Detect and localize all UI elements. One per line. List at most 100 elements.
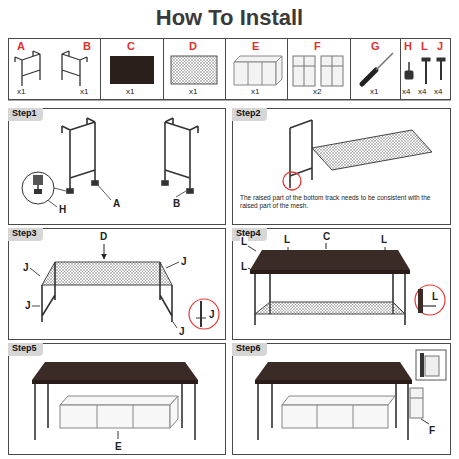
screw-arrow	[248, 268, 252, 270]
hardware-part	[408, 62, 410, 71]
step-panel: Step6F	[232, 343, 451, 455]
screw-mark	[32, 306, 40, 307]
part-letter: H	[404, 40, 412, 52]
desk-frame	[258, 384, 408, 440]
desk-top-part	[110, 56, 154, 84]
page-title: How To Install	[0, 5, 459, 31]
leg-frame-a-part	[15, 51, 40, 86]
leg-frame-b	[162, 181, 168, 185]
zoom-screw	[415, 285, 445, 315]
zoom-screw	[418, 289, 423, 313]
leg-frame-a	[62, 118, 95, 190]
desk-frame	[255, 274, 405, 325]
screw-mark	[173, 322, 177, 328]
frame-upside-down	[42, 262, 172, 322]
side-pocket-part	[293, 56, 343, 86]
hardware-part	[440, 61, 442, 80]
part-letter: E	[252, 40, 259, 52]
callout-letter: L	[240, 236, 248, 247]
part-cell: Gx1	[350, 38, 401, 100]
side-pocket	[410, 398, 423, 399]
step-heading: Step2	[232, 108, 267, 121]
hardware-part	[405, 58, 445, 84]
drawer	[317, 405, 353, 428]
arrow	[104, 244, 105, 259]
step-heading: Step3	[8, 228, 43, 241]
part-letter: G	[371, 40, 380, 52]
drawer-part	[276, 56, 282, 85]
drawer	[170, 396, 178, 428]
frame-upside-down	[42, 262, 172, 322]
leader-line	[326, 243, 327, 249]
part-letter: A	[17, 40, 25, 52]
zoom-foot	[22, 172, 54, 204]
quantity-label: x1	[370, 88, 378, 97]
desk-frame	[258, 384, 408, 440]
leg-frame-b	[165, 118, 198, 190]
mesh-shelf-part	[171, 56, 217, 84]
part-letter: D	[189, 40, 197, 52]
part-cell: ABx1x1	[8, 38, 101, 100]
part-letter: J	[437, 40, 443, 52]
part-cell: Ex1	[225, 38, 288, 100]
highlight-circle	[283, 172, 301, 190]
zoom-foot	[22, 172, 54, 204]
side-pocket-part	[293, 56, 343, 86]
zoom-foot	[34, 189, 42, 194]
step-heading: Step1	[8, 108, 43, 121]
zoom-foot	[33, 175, 43, 185]
drawer-part	[234, 62, 276, 85]
callout-letter: J	[178, 326, 186, 337]
quantity-label: x1	[126, 88, 134, 97]
callout-letter: E	[114, 441, 123, 452]
leg-frame-a-part	[15, 51, 40, 86]
zoom-foot	[37, 185, 39, 189]
callout-letter: B	[172, 198, 181, 209]
leader-line	[118, 431, 119, 439]
part-cell: Cx1	[100, 38, 164, 100]
quantity-label: x1	[17, 88, 25, 97]
desk-top	[32, 362, 198, 380]
zoom-clip	[189, 299, 219, 329]
desk-edge	[255, 380, 412, 384]
part-letter: L	[421, 40, 428, 52]
callout-letter: F	[428, 425, 436, 436]
desk-frame	[255, 274, 405, 325]
drawer-part	[248, 62, 262, 85]
quantity-label: x1	[251, 88, 259, 97]
drawer	[60, 405, 170, 428]
callout-letter: J	[180, 256, 188, 267]
callout-letter: C	[322, 231, 331, 242]
side-pocket	[410, 350, 446, 418]
leader-line	[54, 188, 66, 191]
step-panel: Step3DJJJJJ	[8, 228, 226, 340]
desk-edge	[250, 270, 410, 274]
callout-letter: L	[240, 261, 248, 272]
screw-mark	[30, 268, 40, 276]
zoom-clip	[189, 299, 219, 329]
leg-frame-a	[62, 118, 98, 193]
hardware-part	[425, 61, 427, 84]
side-pocket	[420, 353, 424, 377]
part-cell: Fx2	[287, 38, 351, 100]
mesh-shelf	[42, 262, 172, 285]
step-panel: Step4CLLLLL	[232, 228, 451, 340]
mesh-shelf	[255, 302, 405, 314]
screwdriver-part	[376, 53, 393, 70]
leader-line	[97, 184, 111, 200]
side-pocket	[416, 350, 446, 380]
zoom-clip	[196, 318, 206, 319]
screw-mark	[30, 262, 179, 328]
screw-arrow	[248, 246, 385, 270]
leg-frame-a	[67, 189, 73, 193]
hardware-part	[437, 58, 445, 61]
quantity-label: x4	[418, 88, 426, 97]
part-cell: HLJx4x4x4	[400, 38, 451, 100]
step-heading: Step5	[8, 343, 43, 356]
part-letter: F	[314, 40, 321, 52]
step-panel: Step5E	[8, 343, 226, 455]
zoom-screw	[415, 285, 445, 315]
callout-letter: H	[58, 204, 67, 215]
callout-letter: A	[112, 198, 121, 209]
